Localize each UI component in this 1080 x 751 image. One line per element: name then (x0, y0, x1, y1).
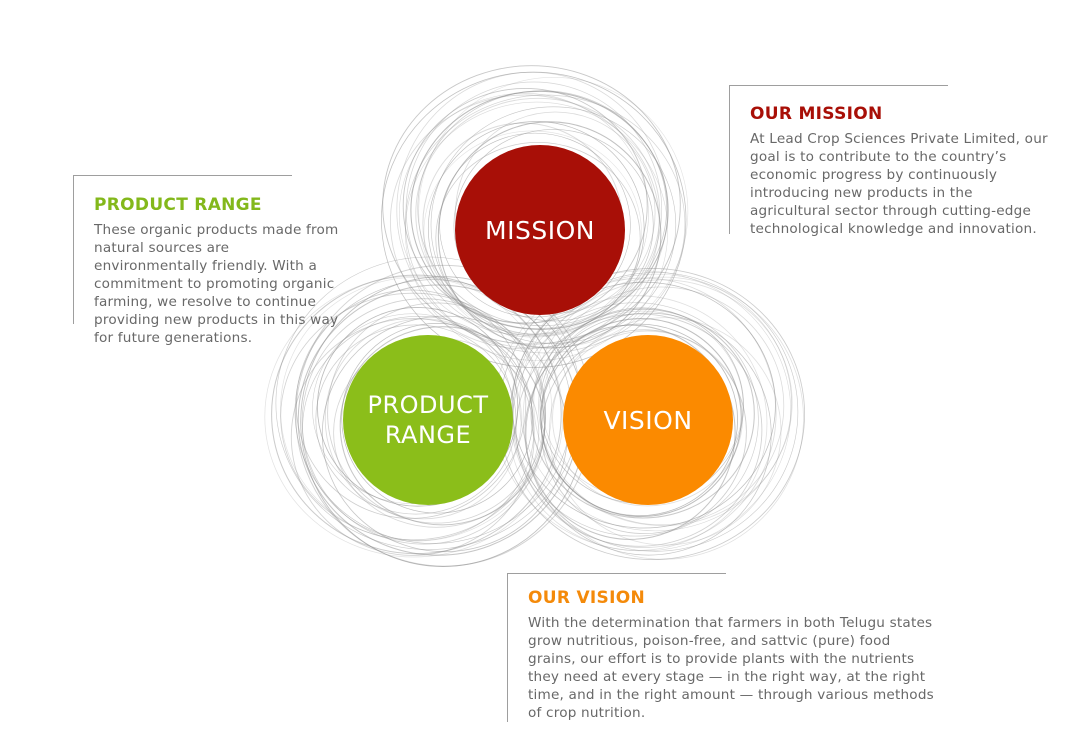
ring-stroke (280, 276, 553, 542)
ring-stroke (405, 101, 668, 361)
vision-bracket-line (507, 573, 726, 722)
ring-stroke (410, 90, 669, 330)
ring-stroke (316, 306, 519, 507)
ring-stroke (324, 318, 522, 520)
ring-stroke (404, 94, 686, 354)
vision-description: With the determination that farmers in b… (528, 615, 934, 721)
ring-stroke (382, 65, 681, 345)
ring-stroke (264, 275, 564, 558)
ring-stroke (524, 324, 736, 540)
ring-stroke (302, 315, 535, 541)
product-range-block: PRODUCT RANGE These organic products mad… (94, 195, 344, 347)
product-range-bracket-line (73, 175, 292, 324)
ring-stroke (417, 90, 667, 327)
ring-stroke (437, 121, 662, 349)
ring-stroke (530, 308, 755, 519)
ring-stroke (453, 129, 654, 322)
ring-stroke (402, 87, 648, 324)
ring-stroke (399, 93, 649, 336)
mission-block: OUR MISSION At Lead Crop Sciences Privat… (750, 104, 1050, 238)
ring-stroke (423, 130, 642, 335)
product-range-circle-label-line1: PRODUCT (367, 391, 489, 419)
ring-stroke (315, 324, 517, 515)
ring-stroke (327, 302, 547, 524)
mission-heading: OUR MISSION (750, 104, 883, 124)
ring-stroke (290, 318, 535, 556)
mission-description: At Lead Crop Sciences Private Limited, o… (750, 131, 1048, 237)
ring-stroke (519, 273, 792, 532)
vision-block: OUR VISION With the determination that f… (528, 588, 938, 722)
ring-stroke (339, 326, 546, 526)
ring-stroke (271, 274, 562, 555)
product-range-heading: PRODUCT RANGE (94, 195, 262, 215)
product-range-circle-label-line2: RANGE (384, 421, 472, 449)
mission-circle-label: MISSION (485, 215, 595, 245)
ring-stroke (439, 132, 631, 318)
ring-stroke (512, 272, 799, 552)
ring-stroke (511, 281, 776, 529)
mission-bracket-line (729, 85, 948, 234)
ring-stroke (522, 276, 804, 560)
product-range-description: These organic products made from natural… (94, 222, 339, 346)
ring-stroke (341, 323, 534, 514)
vision-circle-label: VISION (603, 405, 693, 435)
ring-stroke (538, 286, 785, 526)
product-range-circle: PRODUCT RANGE (343, 335, 513, 505)
vision-circle: VISION (563, 335, 733, 505)
ring-stroke (525, 312, 772, 556)
vision-heading: OUR VISION (528, 588, 645, 608)
ring-stroke (548, 317, 782, 546)
ring-stroke (389, 94, 660, 350)
ring-stroke (295, 289, 527, 519)
ring-stroke (435, 142, 641, 335)
ring-stroke (415, 97, 661, 330)
ring-stroke (301, 298, 546, 545)
ring-stroke (533, 279, 793, 527)
ring-stroke (280, 292, 546, 541)
mission-circle: MISSION (455, 145, 625, 315)
ring-stroke (515, 313, 763, 547)
ring-stroke (381, 71, 687, 368)
